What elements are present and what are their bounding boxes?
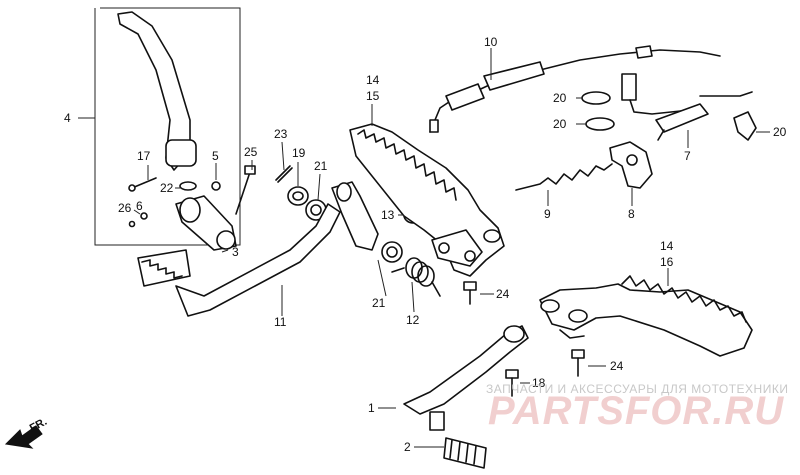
step-bar-14-16 bbox=[539, 275, 753, 357]
bolt-24-lower bbox=[571, 349, 585, 377]
watermark-brand: PARTSFOR.RU bbox=[488, 389, 784, 433]
callout-11: 11 bbox=[274, 315, 287, 329]
callout-14b: 14 bbox=[660, 239, 674, 253]
callout-16: 16 bbox=[660, 255, 674, 269]
clamp-20-a bbox=[581, 91, 611, 105]
callout-4: 4 bbox=[64, 111, 71, 125]
callout-20a: 20 bbox=[553, 91, 567, 105]
joint-boss bbox=[179, 197, 201, 223]
seal-21-lower bbox=[381, 241, 403, 263]
callout-2: 2 bbox=[404, 440, 411, 454]
leader-lines bbox=[78, 48, 770, 448]
callout-21a: 21 bbox=[314, 159, 328, 173]
callout-23: 23 bbox=[274, 127, 288, 141]
group-bracket bbox=[94, 7, 241, 246]
clamp-20-b bbox=[585, 117, 615, 131]
ball-26 bbox=[128, 220, 136, 228]
step-shaft-11 bbox=[137, 181, 379, 317]
callout-14a: 14 bbox=[366, 73, 380, 87]
callout-26: 26 bbox=[118, 201, 132, 215]
step-bar-14-15 bbox=[349, 123, 505, 277]
callout-10: 10 bbox=[484, 35, 498, 49]
washer-19 bbox=[287, 186, 309, 206]
front-direction-indicator: FR. bbox=[4, 416, 49, 449]
bolt-24-upper bbox=[463, 281, 477, 305]
callout-17: 17 bbox=[137, 149, 151, 163]
washer-22 bbox=[179, 181, 197, 191]
bolt-18 bbox=[505, 369, 519, 397]
stop-spring-9 bbox=[515, 163, 613, 191]
shaft-body bbox=[175, 203, 341, 317]
cable-sheath bbox=[483, 61, 545, 91]
callout-6: 6 bbox=[136, 199, 143, 213]
watermark: ЗАПЧАСТИ И АКСЕССУАРЫ ДЛЯ МОТОТЕХНИКИ PA… bbox=[486, 382, 788, 433]
callout-5: 5 bbox=[212, 149, 219, 163]
step-plate bbox=[539, 283, 753, 357]
callout-22: 22 bbox=[160, 181, 174, 195]
kick-starter-group bbox=[94, 7, 241, 251]
pin-23 bbox=[275, 165, 293, 183]
spring-6 bbox=[140, 212, 148, 220]
kick-arm-boss bbox=[165, 139, 197, 167]
callout-20c: 20 bbox=[773, 125, 787, 139]
bolt-17-head bbox=[128, 184, 136, 192]
switch-connector bbox=[621, 73, 637, 101]
pedal-rubber-2 bbox=[443, 437, 487, 469]
joint-eye bbox=[216, 230, 236, 250]
callout-20b: 20 bbox=[553, 117, 567, 131]
brake-pedal-1 bbox=[403, 325, 529, 431]
callout-24b: 24 bbox=[610, 359, 624, 373]
callout-8: 8 bbox=[628, 207, 635, 221]
cable-end bbox=[429, 119, 439, 133]
clamp-20-c bbox=[733, 111, 757, 141]
brake-cable-10 bbox=[429, 45, 721, 133]
callout-1: 1 bbox=[368, 401, 375, 415]
direction-label: FR. bbox=[28, 416, 49, 435]
callout-3: 3 bbox=[232, 245, 239, 259]
pedal-arm bbox=[403, 325, 529, 415]
watermark-caption: ЗАПЧАСТИ И АКСЕССУАРЫ ДЛЯ МОТОТЕХНИКИ bbox=[486, 382, 788, 396]
callout-9: 9 bbox=[544, 207, 551, 221]
cable-adjuster bbox=[445, 83, 485, 111]
callout-15: 15 bbox=[366, 89, 380, 103]
stop-switch-7 bbox=[621, 73, 753, 141]
bolt-25 bbox=[235, 165, 256, 215]
callout-12: 12 bbox=[406, 313, 420, 327]
switch-body bbox=[655, 103, 709, 133]
arrow-icon bbox=[4, 425, 43, 449]
callouts: 4 17 5 22 6 26 3 25 23 19 21 11 13 14 15… bbox=[64, 35, 787, 454]
callout-7: 7 bbox=[684, 149, 691, 163]
bolt-17 bbox=[131, 177, 157, 189]
nut-5 bbox=[211, 181, 221, 191]
callout-19: 19 bbox=[292, 146, 306, 160]
kick-arm bbox=[117, 11, 191, 171]
callout-21b: 21 bbox=[372, 296, 386, 310]
callout-24a: 24 bbox=[496, 287, 510, 301]
callout-18: 18 bbox=[532, 376, 546, 390]
callout-25: 25 bbox=[244, 145, 258, 159]
return-spring-12 bbox=[391, 257, 441, 297]
callout-13: 13 bbox=[381, 208, 395, 222]
switch-bracket-8 bbox=[609, 141, 653, 189]
